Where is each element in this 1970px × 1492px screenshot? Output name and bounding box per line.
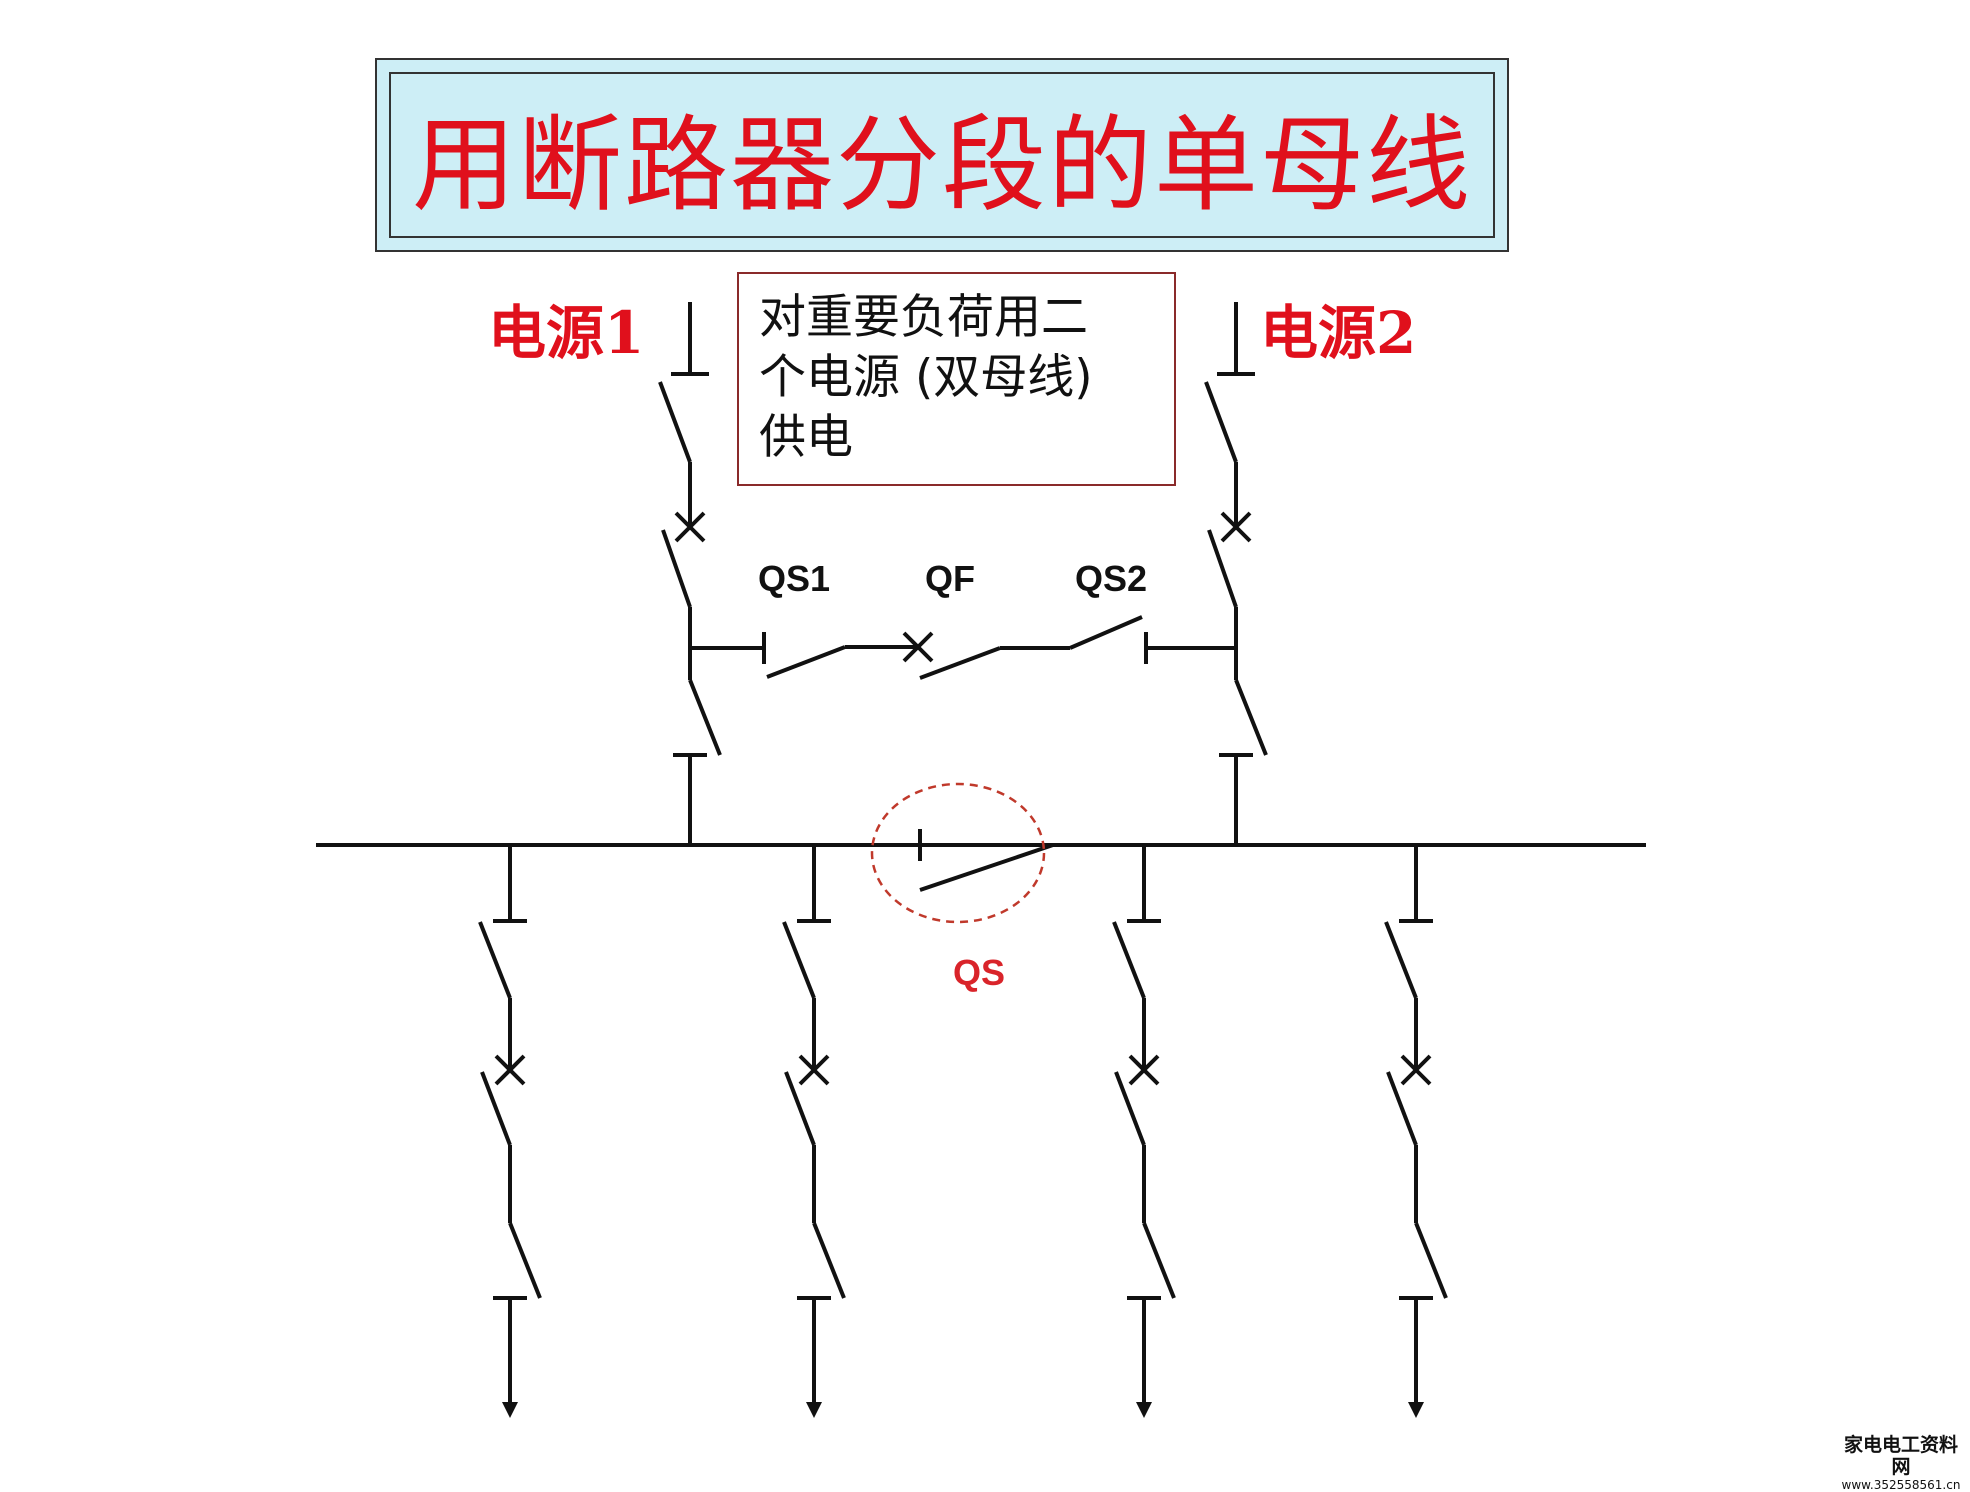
title-frame: 用断路器分段的单母线: [375, 58, 1509, 252]
source-2-breaker-mark: [1220, 511, 1252, 543]
feeder-3-breaker-mark: [1128, 1054, 1160, 1086]
watermark: 家电电工资料网 www.352558561.cn: [1836, 1434, 1966, 1492]
source-1-label: 电源1: [488, 299, 645, 367]
qf-breaker-mark: [902, 631, 934, 663]
qs-highlight-ellipse: [870, 782, 1046, 924]
note-line-2: 个电源 (双母线): [759, 350, 1093, 405]
note-line-3: 供电: [759, 410, 853, 465]
feeder-4-load-arrow: [1408, 1402, 1424, 1418]
feeder-1-bus-disconnector-blade: [478, 921, 512, 999]
qs-label: QS: [953, 952, 1006, 993]
source-2-breaker-blade: [1207, 529, 1238, 608]
feeder-2-bus-disconnector-blade: [782, 921, 816, 999]
feeder-2-load-arrow: [806, 1402, 822, 1418]
source-2-label: 电源2: [1260, 299, 1417, 367]
watermark-name: 家电电工资料网: [1843, 1434, 1958, 1478]
feeder-3-load-arrow: [1136, 1402, 1152, 1418]
feeder-3-bus-disconnector-blade: [1112, 921, 1146, 999]
feeder-2-line-disconnector-blade: [812, 1222, 846, 1299]
feeder-3-breaker-blade: [1114, 1071, 1146, 1146]
qf-label: QF: [925, 558, 975, 599]
feeder-1-line-disconnector-blade: [508, 1222, 542, 1299]
feeder-1-load-arrow: [502, 1402, 518, 1418]
qs2-blade: [1069, 615, 1143, 650]
feeder-4-breaker-mark: [1400, 1054, 1432, 1086]
feeder-2-breaker-mark: [798, 1054, 830, 1086]
source-2-disconnector-blade: [1204, 381, 1238, 463]
note-line-1: 对重要负荷用二: [759, 290, 1088, 345]
feeder-3-line-disconnector-blade: [1142, 1222, 1176, 1299]
title-inner-frame: 用断路器分段的单母线: [389, 72, 1495, 238]
source-1-disconnector-blade: [688, 679, 722, 756]
qs2-label: QS2: [1075, 558, 1148, 599]
note-box: 对重要负荷用二 个电源 (双母线) 供电: [737, 272, 1176, 486]
feeder-4-breaker-blade: [1386, 1071, 1418, 1146]
source-1-disconnector-blade: [658, 381, 692, 463]
watermark-url: www.352558561.cn: [1841, 1478, 1961, 1492]
source-1-breaker-blade: [661, 529, 692, 608]
feeder-1-breaker-blade: [480, 1071, 512, 1146]
qs1-label: QS1: [758, 558, 831, 599]
qs-blade: [919, 843, 1054, 892]
source-2-disconnector-blade: [1234, 679, 1268, 756]
feeder-1-breaker-mark: [494, 1054, 526, 1086]
feeder-2-breaker-blade: [784, 1071, 816, 1146]
qs1-blade: [766, 645, 846, 679]
source-1-breaker-mark: [674, 511, 706, 543]
qf-blade: [919, 646, 1001, 680]
feeder-4-bus-disconnector-blade: [1384, 921, 1418, 999]
feeder-4-line-disconnector-blade: [1414, 1222, 1448, 1299]
page-title: 用断路器分段的单母线: [411, 103, 1472, 226]
